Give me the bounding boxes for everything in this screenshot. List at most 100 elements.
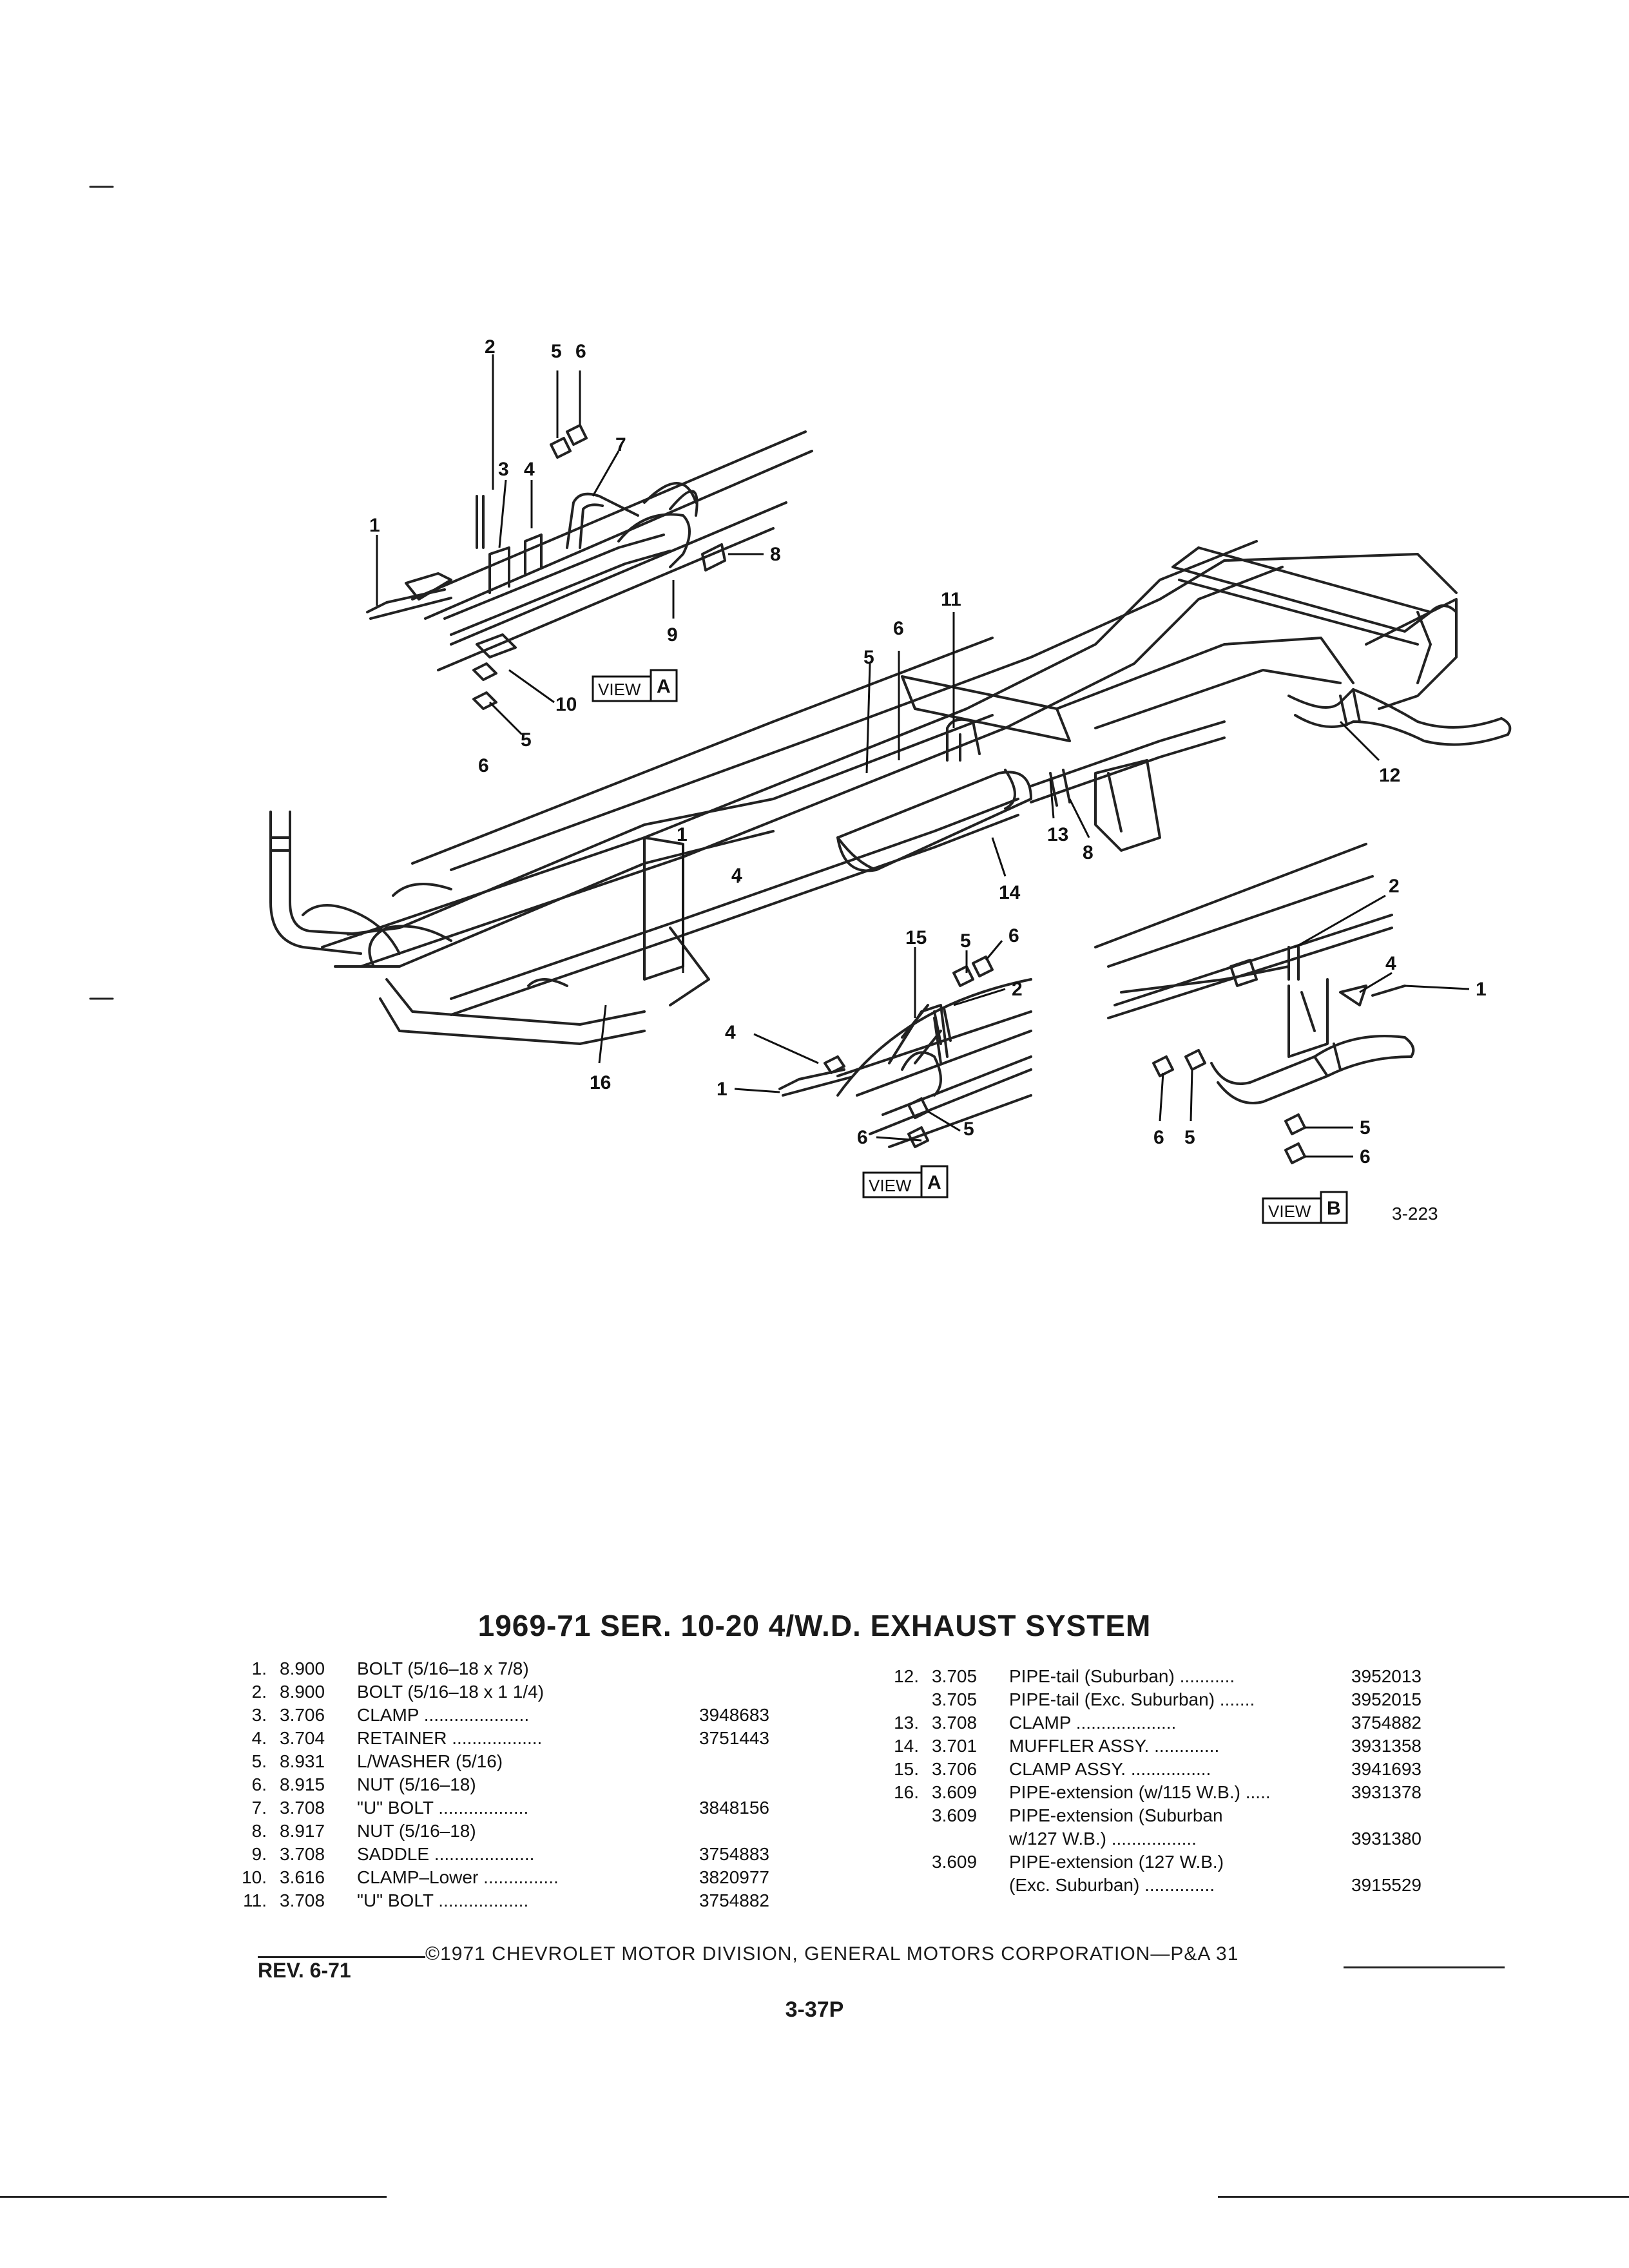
part-catalog-number: 3931378: [1351, 1782, 1422, 1802]
callout-5: 5: [1360, 1117, 1371, 1139]
svg-text:A: A: [657, 676, 671, 697]
part-description: NUT (5/16–18): [357, 1774, 476, 1794]
part-description: BOLT (5/16–18 x 1 1/4): [357, 1682, 545, 1702]
part-catalog-number: 3952015: [1351, 1689, 1422, 1709]
part-number-index: [883, 1874, 932, 1897]
part-description: NUT (5/16–18): [357, 1821, 476, 1841]
bottom-rule-right: [1218, 2196, 1629, 2198]
callout-5: 5: [863, 647, 874, 668]
part-number-index: 2.: [251, 1682, 267, 1702]
part-description: (Exc. Suburban) ..............: [1009, 1875, 1215, 1895]
part-number-index: [883, 1688, 932, 1711]
svg-text:VIEW: VIEW: [869, 1176, 912, 1195]
part-group: 3.708: [280, 1798, 325, 1818]
part-catalog-number: [692, 1680, 769, 1704]
callout-9: 9: [667, 624, 678, 646]
part-row: 6. 8.915 NUT (5/16–18): [231, 1773, 769, 1796]
part-catalog-number: 3931380: [1351, 1829, 1422, 1849]
view-b: VIEW B: [1262, 1191, 1348, 1224]
part-number-index: 13.: [894, 1713, 919, 1733]
callout-6: 6: [1360, 1146, 1371, 1168]
callout-7: 7: [615, 434, 626, 456]
callout-14: 14: [999, 882, 1021, 903]
part-number-index: 10.: [242, 1867, 267, 1887]
callout-8: 8: [1083, 842, 1094, 863]
part-catalog-number: 3931358: [1351, 1736, 1422, 1756]
part-catalog-number: 3820977: [699, 1867, 769, 1887]
part-number-index: 6.: [251, 1774, 267, 1794]
part-group: 3.708: [280, 1844, 325, 1864]
part-number-index: 9.: [251, 1844, 267, 1864]
callout-4: 4: [524, 459, 535, 480]
exhaust-system-diagram: 2 5 6 3 4 7 8 1 9 10 5 6 11 5 6 12 13 14…: [89, 186, 1512, 1224]
callout-16: 16: [590, 1072, 611, 1093]
callout-2: 2: [1012, 979, 1023, 1000]
part-number-index: 8.: [251, 1821, 267, 1841]
part-number-index: 11.: [243, 1890, 267, 1910]
part-description: PIPE-extension (w/115 W.B.) .....: [1009, 1782, 1271, 1802]
part-group: 3.705: [932, 1666, 978, 1686]
footer-rule-right: [1344, 1966, 1505, 1968]
part-catalog-number: [692, 1773, 769, 1796]
part-group: 3.706: [280, 1705, 325, 1725]
part-group: 8.915: [280, 1774, 325, 1794]
part-number-index: 5.: [251, 1751, 267, 1771]
part-description: MUFFLER ASSY. .............: [1009, 1736, 1220, 1756]
part-group: 3.609: [932, 1805, 978, 1825]
part-number-index: [883, 1827, 932, 1850]
svg-text:VIEW: VIEW: [1268, 1202, 1311, 1221]
part-description: SADDLE ....................: [357, 1844, 535, 1864]
callout-6: 6: [1153, 1127, 1164, 1148]
part-group: 3.706: [932, 1759, 978, 1779]
svg-text:A: A: [927, 1172, 941, 1193]
page-number: 3-37P: [785, 1997, 844, 2022]
part-number-index: 16.: [894, 1782, 919, 1802]
part-catalog-number: 3751443: [699, 1728, 769, 1748]
svg-text:VIEW: VIEW: [598, 680, 641, 699]
callout-6: 6: [478, 755, 489, 776]
callout-6: 6: [575, 341, 586, 362]
part-group: [932, 1827, 1009, 1850]
part-catalog-number: [692, 1750, 769, 1773]
part-row: 2. 8.900 BOLT (5/16–18 x 1 1/4): [231, 1680, 769, 1704]
callout-2: 2: [485, 336, 496, 358]
part-number-index: 12.: [894, 1666, 919, 1686]
copyright-line: ©1971 CHEVROLET MOTOR DIVISION, GENERAL …: [425, 1943, 1239, 1965]
part-description: PIPE-extension (Suburban: [1009, 1805, 1223, 1825]
part-group: 3.708: [932, 1713, 978, 1733]
part-group: 8.900: [280, 1682, 325, 1702]
part-group: 3.704: [280, 1728, 325, 1748]
callout-5: 5: [963, 1119, 974, 1140]
part-catalog-number: [692, 1657, 769, 1680]
callout-2: 2: [1389, 876, 1400, 897]
part-row: 12. 3.705 PIPE-tail (Suburban) ...........…: [883, 1665, 1422, 1688]
part-catalog-number: 3948683: [699, 1705, 769, 1725]
part-number-index: 7.: [251, 1798, 267, 1818]
part-description: PIPE-tail (Suburban) ...........: [1009, 1666, 1235, 1686]
part-number-index: 15.: [894, 1759, 919, 1779]
part-description: CLAMP ASSY. ................: [1009, 1759, 1211, 1779]
part-catalog-number: [692, 1820, 769, 1843]
part-catalog-number: 3941693: [1351, 1759, 1422, 1779]
part-description: PIPE-extension (127 W.B.): [1009, 1852, 1224, 1872]
callout-1: 1: [717, 1079, 728, 1100]
callout-1: 1: [369, 515, 380, 536]
part-row: 7.3.708"U" BOLT ..................384815…: [231, 1796, 769, 1820]
part-description: BOLT (5/16–18 x 7/8): [357, 1658, 529, 1678]
bottom-rule-left: [0, 2196, 387, 2198]
revision-label: REV. 6-71: [258, 1959, 351, 1982]
callout-6: 6: [1008, 925, 1019, 947]
part-number-index: 14.: [894, 1736, 919, 1756]
part-group: 8.900: [280, 1658, 325, 1678]
part-group: 3.705: [932, 1689, 978, 1709]
callout-5: 5: [960, 930, 971, 952]
part-number-index: [883, 1804, 932, 1827]
part-description: L/WASHER (5/16): [357, 1751, 503, 1771]
